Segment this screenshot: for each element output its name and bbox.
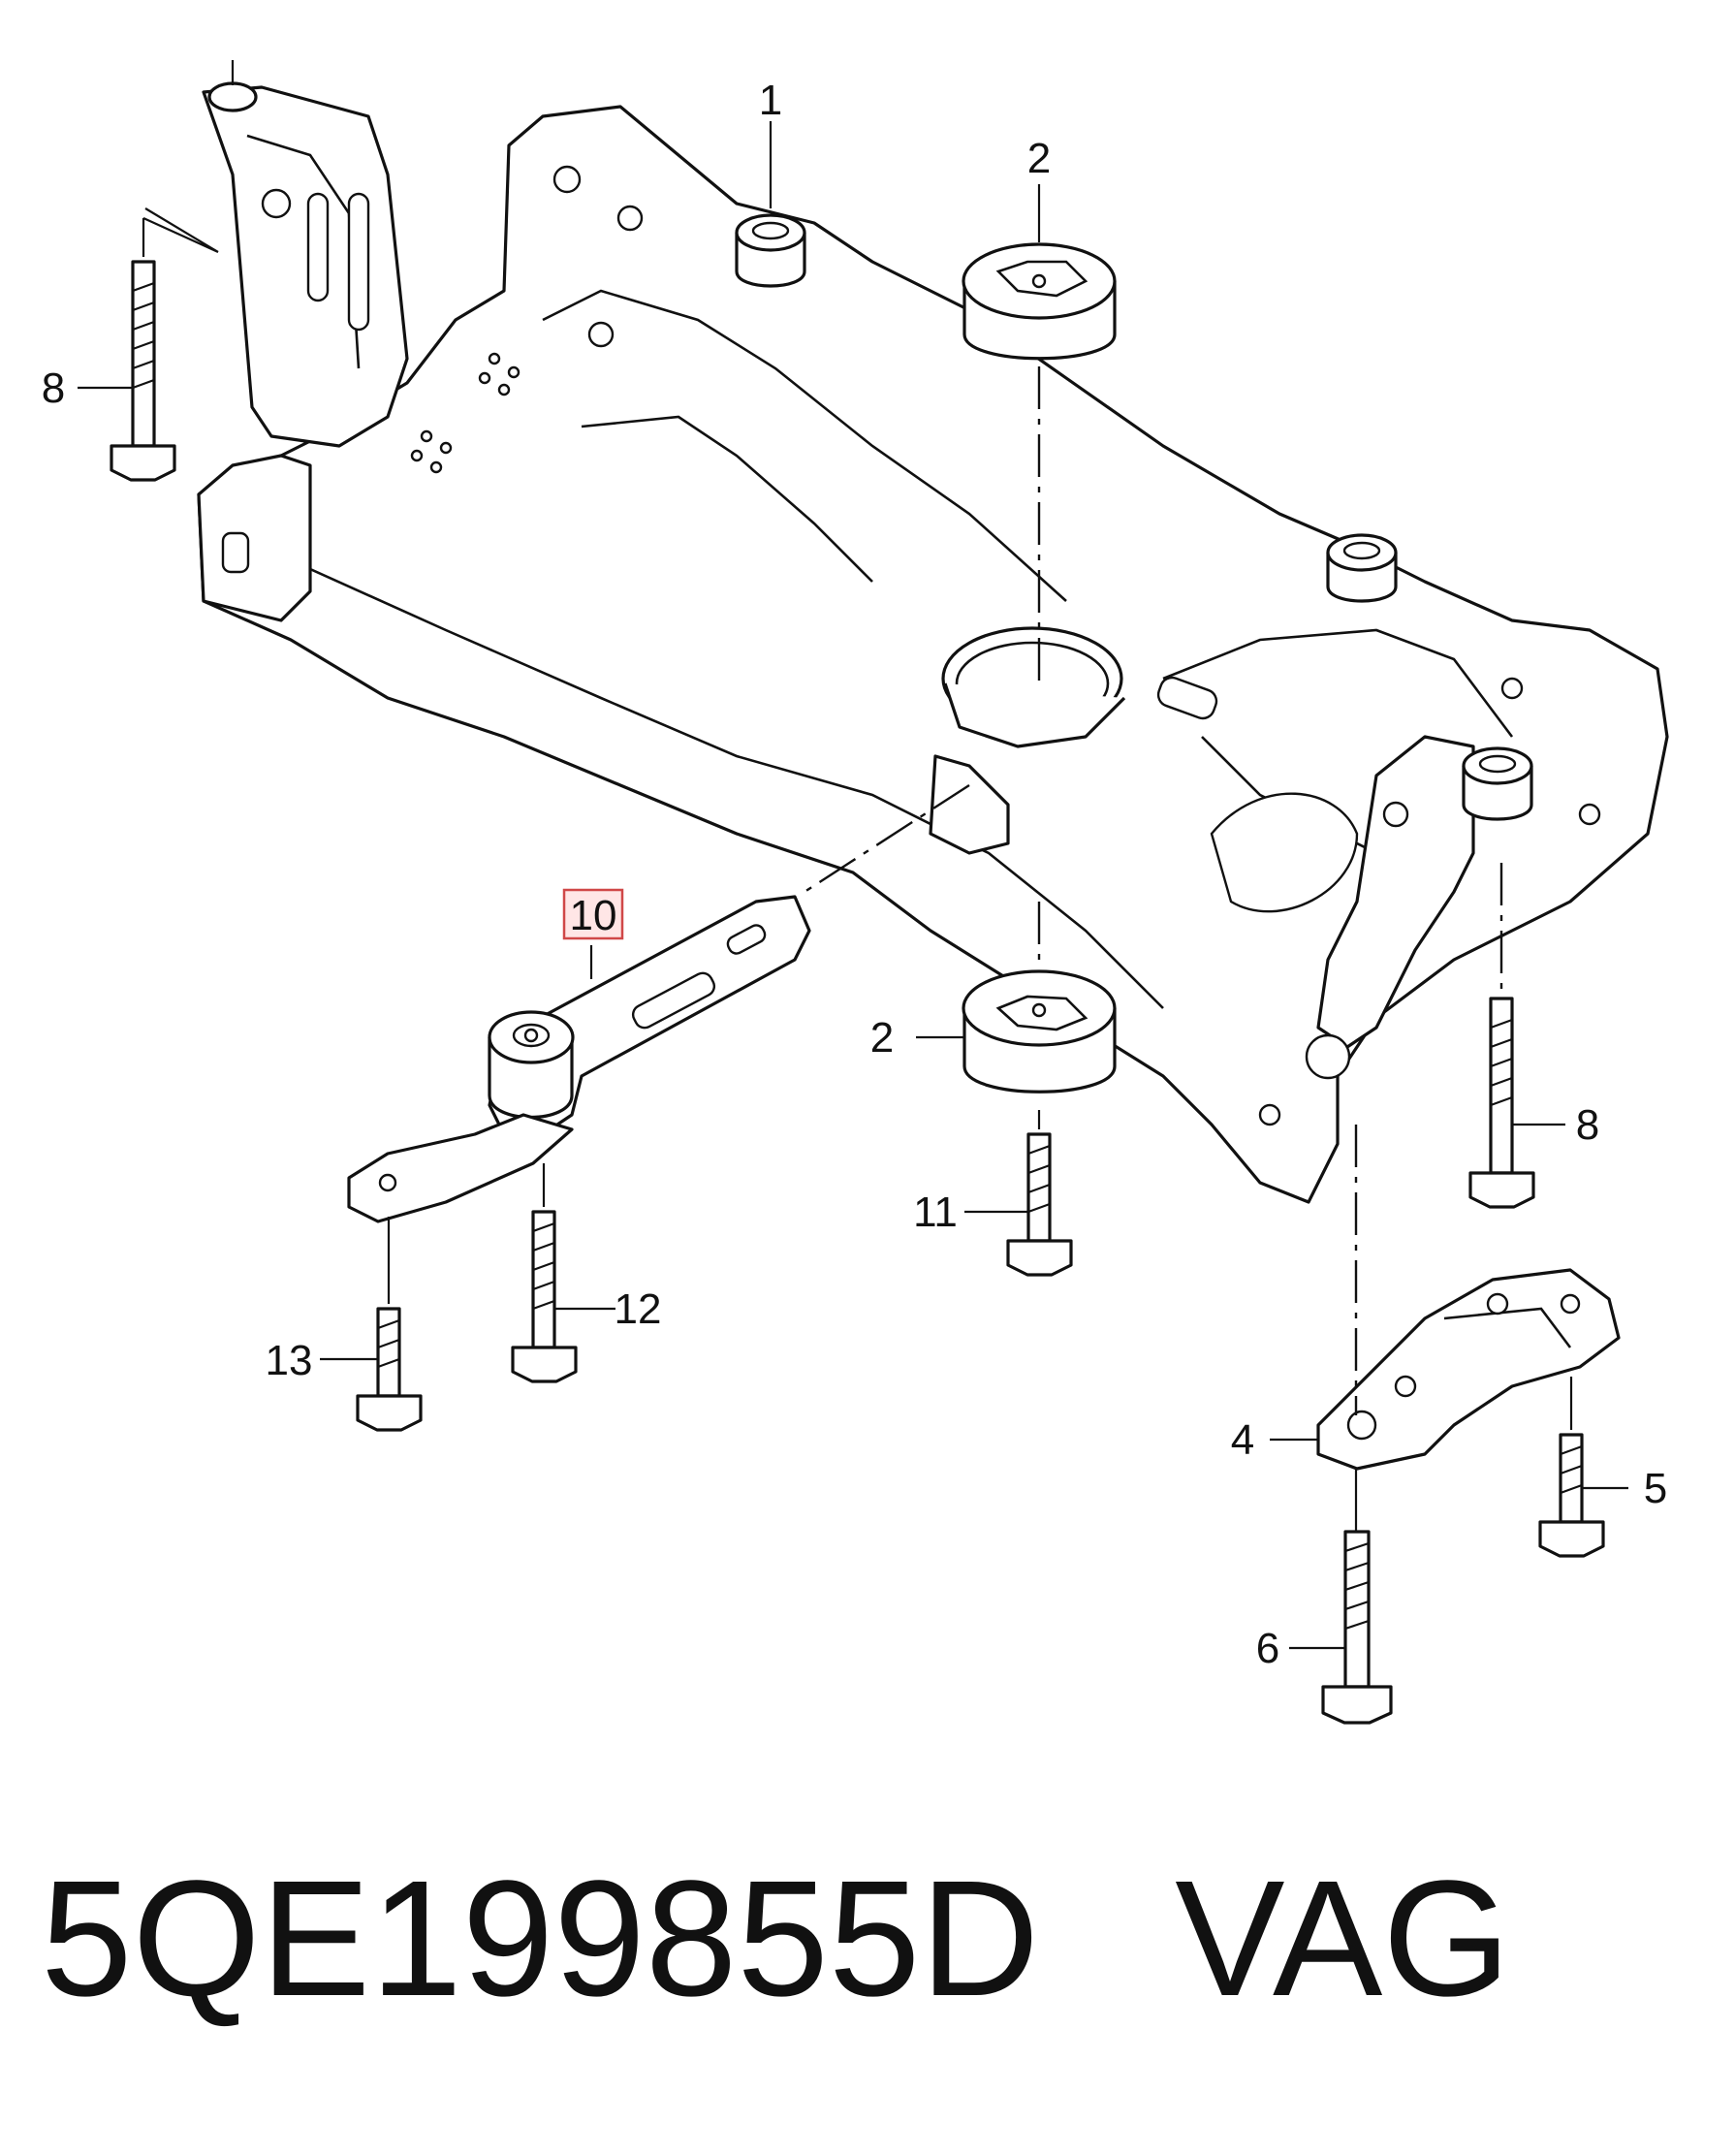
rubber-mount-bottom: [962, 969, 1117, 1094]
callout-5: 5: [1644, 1465, 1667, 1512]
callout-leaders: [78, 121, 1628, 1650]
callout-10-highlight: [562, 888, 624, 940]
callout-11: 11: [913, 1189, 958, 1236]
bolt-8-right: [1468, 997, 1535, 1209]
part-number: 5QE199855D: [41, 1847, 1040, 2031]
assembly-lines: [142, 207, 1573, 1532]
callout-2-top: 2: [1027, 135, 1051, 182]
bolt-5: [1538, 1433, 1605, 1558]
callout-1: 1: [759, 77, 782, 124]
bracket-lower-right: [1316, 1268, 1621, 1471]
callout-12: 12: [615, 1285, 662, 1333]
bolt-12: [511, 1210, 578, 1383]
bolt-13: [356, 1307, 423, 1432]
bolt-6: [1321, 1530, 1393, 1725]
callout-8-left: 8: [42, 365, 65, 412]
callout-2-bottom: 2: [870, 1014, 894, 1062]
exploded-parts-diagram: 1 2 2 8 8 10 11 12 13 4 5 6: [42, 60, 1669, 1725]
torque-support-arm: [347, 895, 811, 1223]
callout-13: 13: [266, 1337, 313, 1384]
subframe: [197, 60, 1669, 1204]
callout-8-right: 8: [1576, 1101, 1599, 1149]
callout-4: 4: [1231, 1416, 1254, 1464]
callout-6: 6: [1256, 1625, 1279, 1672]
bolt-11: [1006, 1132, 1073, 1277]
brand-name: VAG: [1175, 1847, 1511, 2031]
bolt-8-left: [110, 260, 176, 482]
callout-10: 10: [570, 892, 617, 939]
rubber-mount-top: [962, 242, 1117, 361]
caption: 5QE199855D VAG: [41, 1827, 1708, 2050]
